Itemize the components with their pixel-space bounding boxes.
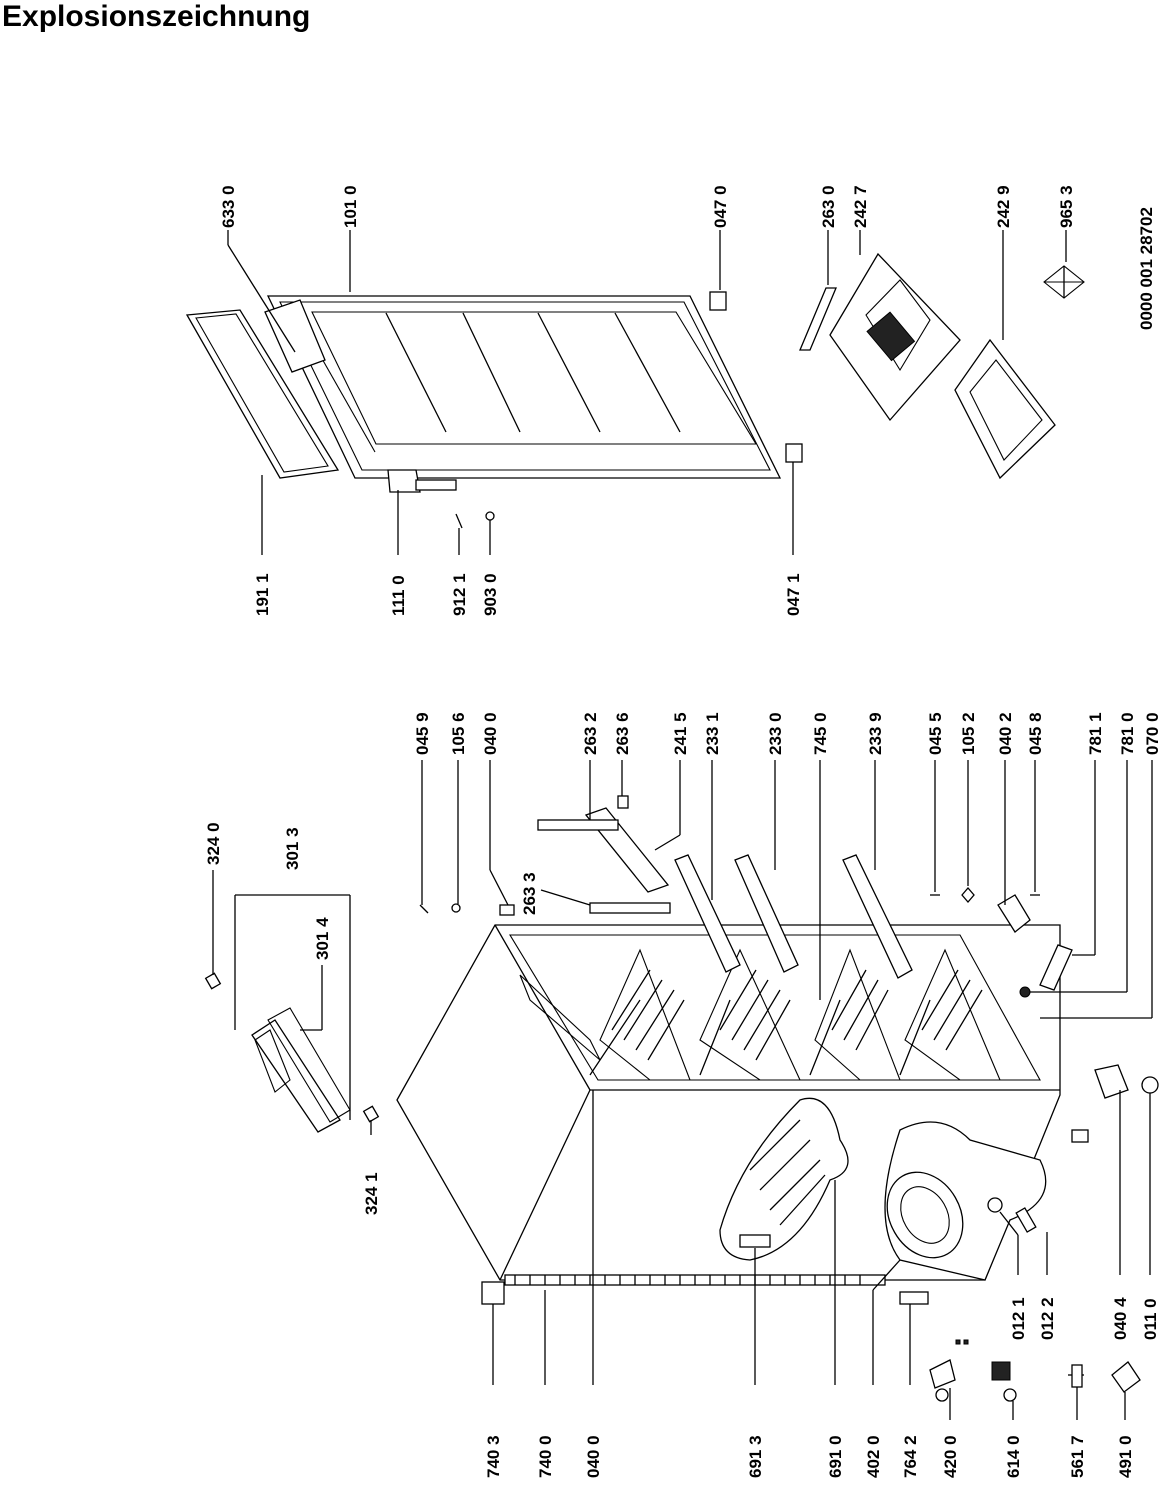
clip-part-bottom: [362, 1105, 380, 1123]
adjust-foot-part: [1141, 1076, 1159, 1094]
part-label: 491 0: [1116, 1435, 1135, 1478]
part-label: 561 7: [1068, 1435, 1087, 1478]
part-label: 301 3: [283, 827, 302, 870]
part-label: 324 0: [204, 822, 223, 865]
part-label: 111 0: [389, 575, 408, 616]
evaporator-part: [719, 1097, 849, 1261]
clip-part-top: [204, 972, 222, 990]
part-label: 903 0: [481, 573, 500, 616]
part-label: 301 4: [313, 917, 332, 960]
document-number: 0000 001 28702: [1137, 207, 1156, 330]
hinge-part-bottom: [785, 443, 803, 463]
cabinet-bottom-part-labels: 740 3 740 0 040 0 691 3 691 0 402 0 764 …: [484, 1297, 1160, 1478]
shelf-rail-part-1: [674, 854, 741, 973]
part-label: 614 0: [1004, 1435, 1023, 1478]
part-label: 040 2: [996, 712, 1015, 755]
part-label: 912 1: [450, 573, 469, 616]
shelf-grids: [589, 948, 1001, 1081]
shelf-rail-part-2: [734, 854, 799, 973]
part-label: 263 6: [613, 712, 632, 755]
compressor-part: [886, 1171, 964, 1259]
door-leader-lines: [227, 230, 1067, 555]
part-label: 965 3: [1057, 185, 1076, 228]
relay-part: [929, 1359, 956, 1389]
part-label: 241 5: [671, 712, 690, 755]
screw-part: [455, 513, 463, 529]
part-label: 045 5: [926, 712, 945, 755]
part-label: 045 9: [413, 712, 432, 755]
cabinet-top-part-labels: 324 0 301 3 301 4 324 1 263 3 045 9 105 …: [204, 712, 1162, 1215]
part-label: 242 9: [994, 185, 1013, 228]
part-label: 047 1: [784, 573, 803, 616]
hinge-part-top: [709, 291, 727, 311]
part-label: 745 0: [811, 712, 830, 755]
part-label: 263 2: [581, 712, 600, 755]
door-part: [266, 295, 782, 479]
drawer-part-lower: [954, 338, 1056, 480]
foot-bracket-part: [1094, 1064, 1129, 1099]
page-title: Explosionszeichnung: [2, 0, 311, 33]
part-label: 242 7: [851, 185, 870, 228]
part-label: 691 0: [826, 1435, 845, 1478]
knob-part: [1019, 986, 1031, 998]
part-label: 012 1: [1009, 1297, 1028, 1340]
part-label: 233 1: [703, 712, 722, 755]
part-label: 045 8: [1026, 712, 1045, 755]
part-label: 764 2: [901, 1435, 920, 1478]
part-label: 420 0: [941, 1435, 960, 1478]
door-part-labels: 633 0 101 0 047 0 263 0 242 7 242 9 965 …: [219, 185, 1076, 616]
cabinet-assembly: [204, 795, 1159, 1402]
cabinet-leader-lines: [212, 760, 1153, 1420]
part-label: 040 0: [481, 712, 500, 755]
part-label: 233 9: [866, 712, 885, 755]
door-seal-part: [185, 309, 340, 479]
part-label: 101 0: [341, 185, 360, 228]
cover-part: [1111, 1361, 1141, 1393]
part-label: 191 1: [253, 573, 272, 616]
door-bracket-part: [387, 469, 421, 493]
part-label: 263 0: [819, 185, 838, 228]
door-handle-part: [264, 299, 326, 373]
part-label: 070 0: [1143, 712, 1162, 755]
part-label: 740 0: [536, 1435, 555, 1478]
part-label: 263 3: [520, 872, 539, 915]
bracket-part-263-2: [537, 819, 619, 831]
part-label: 324 1: [362, 1172, 381, 1215]
top-cover-part: [251, 1019, 341, 1133]
lamp-holder-part: [997, 894, 1031, 933]
part-label: 781 0: [1118, 712, 1137, 755]
part-label: 040 4: [1111, 1297, 1130, 1340]
part-label: 781 1: [1086, 712, 1105, 755]
bracket-part-263-3: [589, 902, 671, 914]
door-assembly: [185, 252, 1085, 529]
part-label: 105 6: [449, 712, 468, 755]
part-label: 740 3: [484, 1435, 503, 1478]
grille-part: [1039, 944, 1073, 991]
part-label: 011 0: [1141, 1298, 1160, 1340]
part-label: 402 0: [864, 1435, 883, 1478]
drier-part: [899, 1291, 929, 1305]
rail-part: [799, 287, 837, 351]
nut-part: [485, 511, 495, 521]
part-label: 040 0: [584, 1435, 603, 1478]
part-label: 047 0: [711, 185, 730, 228]
shelf-rail-part-3: [842, 854, 913, 979]
part-label: 233 0: [766, 712, 785, 755]
part-label: 691 3: [746, 1435, 765, 1478]
part-label: 105 2: [959, 712, 978, 755]
part-label: 633 0: [219, 185, 238, 228]
part-label: 012 2: [1038, 1297, 1057, 1340]
